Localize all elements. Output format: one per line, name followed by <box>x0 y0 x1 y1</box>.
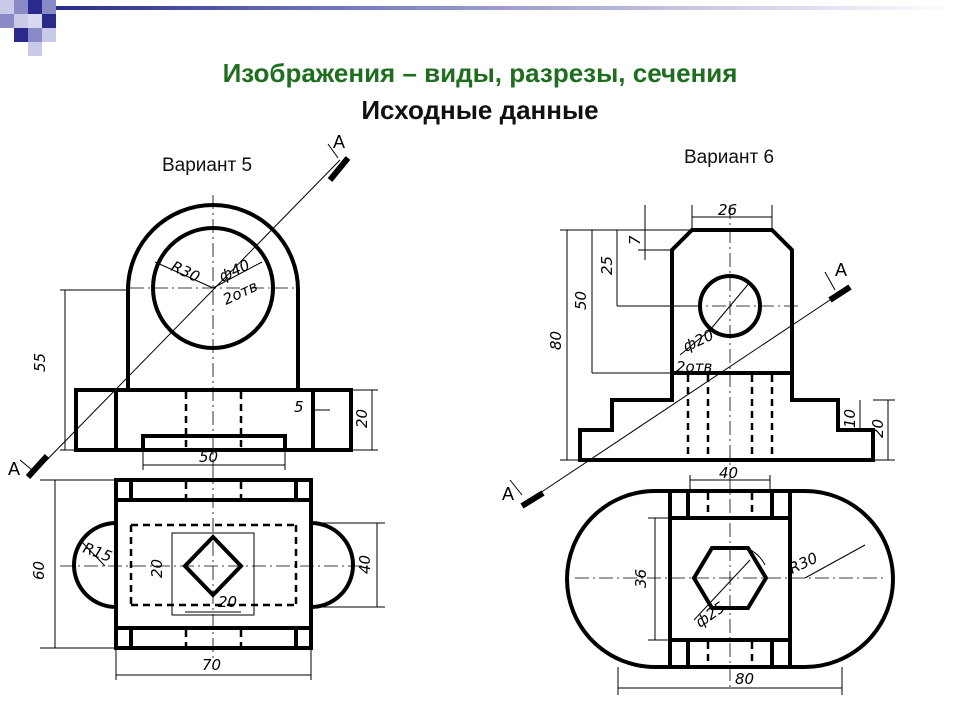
v5-front-view: 55 5 20 50 R30 ф40 2отв <box>31 195 378 470</box>
v6-dim-7: 7 <box>626 235 644 245</box>
v6-dim-80: 80 <box>547 331 565 350</box>
v6-dim-phi25: ф25 <box>692 598 728 631</box>
v5-dim-r15: R15 <box>81 539 115 566</box>
v6-dim-80: 80 <box>735 670 754 688</box>
v5-section-label-bottom: А <box>8 459 20 479</box>
v6-section-label-bottom: А <box>502 484 514 504</box>
v6-dim-2holes: 2отв <box>676 358 712 376</box>
v6-section-label-top: А <box>835 260 847 280</box>
v5-dim-20-horizontal: 20 <box>218 593 237 611</box>
variant-5-drawing: 55 5 20 50 R30 ф40 2отв <box>8 132 385 680</box>
v5-dim-5: 5 <box>294 398 304 416</box>
v6-dim-25: 25 <box>598 256 616 275</box>
variant-6-label: Вариант 6 <box>684 147 775 168</box>
v5-top-view: 60 R15 20 20 40 70 <box>30 470 385 680</box>
slide-subtitle: Исходные данные <box>361 95 599 125</box>
v6-dim-50: 50 <box>572 291 590 310</box>
v6-dim-40: 40 <box>719 464 738 482</box>
v6-top-view: 40 36 R30 ф25 80 <box>565 464 895 695</box>
v5-section-line: А А <box>8 132 351 480</box>
v6-dim-36: 36 <box>632 569 650 588</box>
v6-dim-20: 20 <box>869 419 887 438</box>
v6-dim-10: 10 <box>841 409 859 428</box>
v5-section-label-top: А <box>333 132 345 152</box>
v5-dim-55: 55 <box>31 353 49 372</box>
v5-dim-60: 60 <box>30 561 48 580</box>
v5-dim-40: 40 <box>356 555 374 574</box>
v5-dim-50: 50 <box>199 448 218 466</box>
v5-dim-20-vertical: 20 <box>148 559 166 578</box>
variant-5-label: Вариант 5 <box>162 155 253 176</box>
v6-section-line: А А <box>502 260 852 509</box>
v5-dim-20: 20 <box>353 409 371 428</box>
v6-front-view: 26 7 25 50 80 ф20 2отв 10 20 <box>547 201 895 470</box>
variant-6-drawing: 26 7 25 50 80 ф20 2отв 10 20 <box>502 201 895 695</box>
v5-dim-r30: R30 <box>168 257 202 286</box>
slide-title: Изображения – виды, разрезы, сечения <box>222 58 738 88</box>
v5-dim-70: 70 <box>202 656 221 674</box>
v6-dim-26: 26 <box>718 201 737 219</box>
